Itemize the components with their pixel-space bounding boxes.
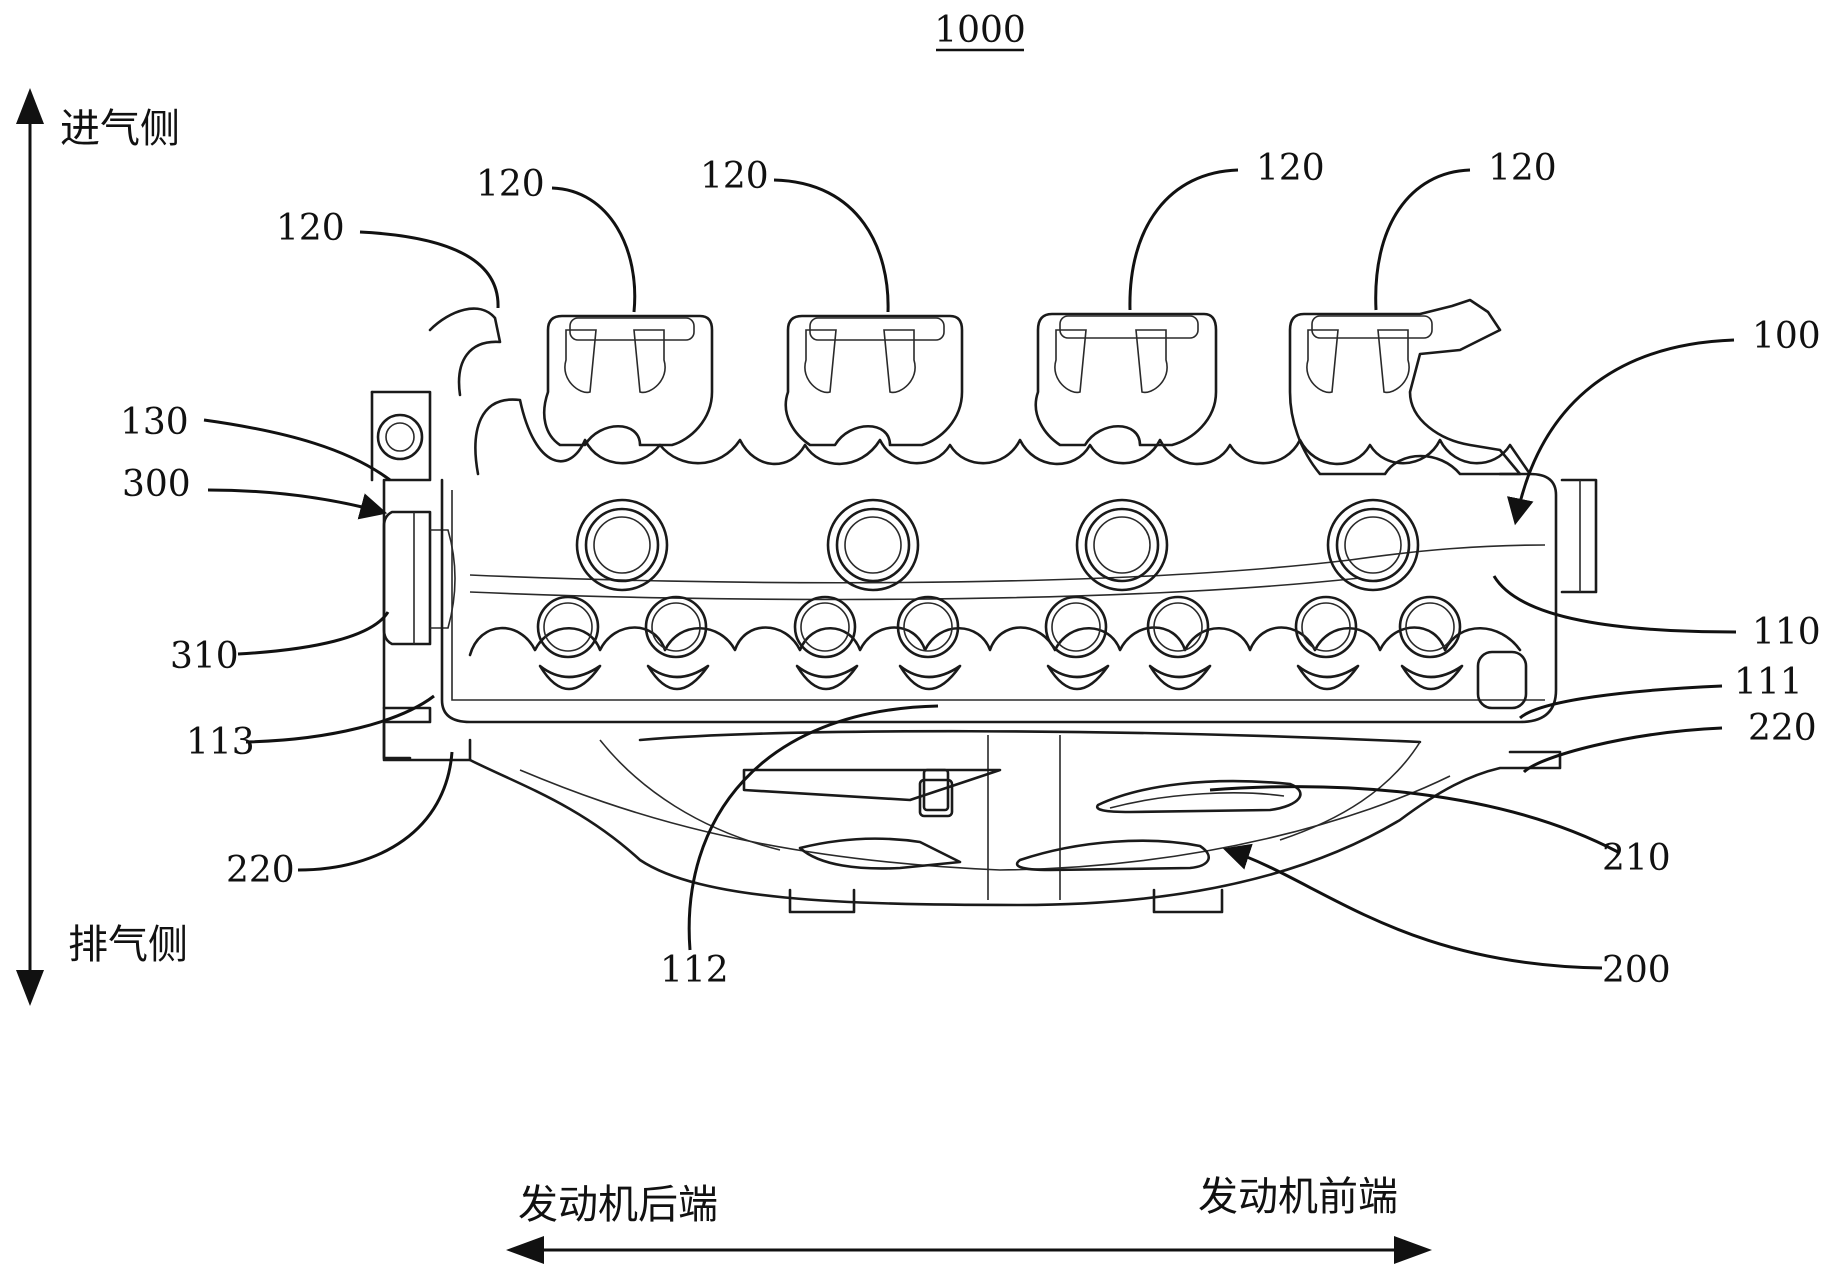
label-113: 113	[186, 722, 255, 763]
cam-towers	[543, 298, 1522, 476]
assembly-drawing	[370, 298, 1598, 914]
label-120-e: 120	[1488, 148, 1557, 189]
exhaust-side-label: 排气侧	[68, 922, 188, 968]
label-100: 100	[1752, 316, 1821, 357]
large-bosses	[575, 498, 1420, 592]
label-220-left: 220	[226, 850, 295, 891]
small-bores	[536, 595, 1462, 659]
label-220-right: 220	[1748, 708, 1817, 749]
label-130: 130	[120, 402, 189, 443]
label-120-c: 120	[700, 156, 769, 197]
label-210: 210	[1602, 838, 1671, 879]
label-111: 111	[1734, 662, 1803, 703]
engine-front-label: 发动机前端	[1198, 1174, 1398, 1220]
label-112: 112	[660, 950, 729, 991]
label-300: 300	[122, 464, 191, 505]
label-120-d: 120	[1256, 148, 1325, 189]
reference-labels: 120 120 120 120 120 130 300 310 113 220 …	[120, 148, 1821, 991]
crescent-pockets	[538, 664, 1464, 691]
leader-lines	[203, 168, 1737, 970]
label-200: 200	[1602, 950, 1671, 991]
label-120-b: 120	[476, 164, 545, 205]
label-310: 310	[170, 636, 239, 677]
intake-side-label: 进气侧	[60, 106, 180, 152]
figure-number: 1000	[934, 10, 1026, 51]
label-110: 110	[1752, 612, 1821, 653]
label-120-a: 120	[276, 208, 345, 249]
vertical-direction-arrow	[16, 88, 44, 1006]
engine-rear-label: 发动机后端	[518, 1182, 718, 1228]
horizontal-direction-arrow	[506, 1236, 1432, 1264]
